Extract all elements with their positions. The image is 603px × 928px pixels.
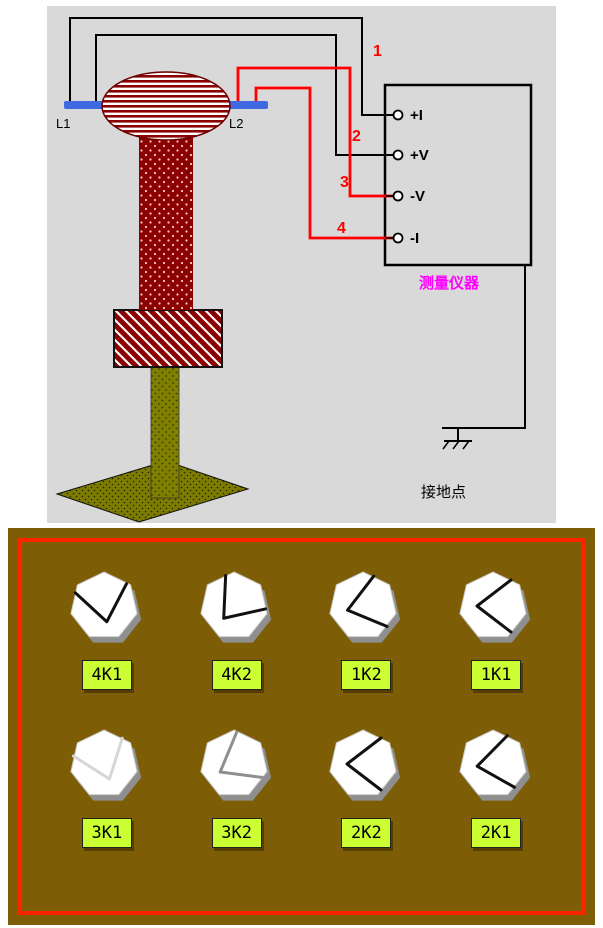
knob-pointer (218, 730, 264, 780)
knob-cell: 4K1 (64, 566, 150, 690)
knob-1k1[interactable] (453, 566, 539, 652)
wire-number-1: 1 (373, 43, 382, 60)
terminal-plus-i-port (392, 109, 404, 121)
ground-symbol (442, 265, 526, 450)
knob-label: 4K1 (81, 660, 132, 690)
label-l2: L2 (229, 116, 243, 131)
terminal-plus-i-label: +I (410, 107, 423, 124)
knob-pointer (221, 573, 267, 620)
terminal-plus-i: +I (386, 107, 423, 124)
knob-4k2[interactable] (194, 566, 280, 652)
knob-pointer (346, 574, 389, 628)
knob-pointer (73, 582, 128, 624)
knob-cell: 2K1 (453, 724, 539, 848)
knob-3k1[interactable] (64, 724, 150, 810)
switch-panel: 4K1 4K2 1K2 (8, 528, 595, 925)
label-l1: L1 (56, 116, 70, 131)
knob-4k1[interactable] (64, 566, 150, 652)
stand-upper-column (139, 137, 193, 310)
knob-label: 3K1 (81, 818, 132, 848)
knob-pointer (475, 734, 517, 789)
knob-cell: 4K2 (194, 566, 280, 690)
coil (101, 71, 231, 141)
terminal-bar-l2 (224, 101, 268, 109)
wire-number-2: 2 (352, 128, 361, 145)
terminal-minus-i-label: -I (410, 230, 419, 247)
wire-1-black (69, 17, 394, 116)
panel-red-border: 4K1 4K2 1K2 (18, 538, 585, 915)
wiring-diagram: L1 L2 1 2 3 4 +I +V -V -I 测量仪器 (47, 6, 556, 523)
hatched-block (113, 309, 223, 368)
terminal-minus-v-port (392, 190, 404, 202)
knob-pointer (345, 736, 383, 792)
knob-pointer (475, 578, 513, 634)
knob-cell: 2K2 (323, 724, 409, 848)
ground-label: 接地点 (421, 484, 466, 501)
terminal-plus-v-label: +V (410, 147, 429, 164)
stand-lower-column (150, 366, 180, 499)
knob-cell: 3K2 (194, 724, 280, 848)
terminal-plus-v: +V (386, 147, 429, 164)
instrument-caption: 测量仪器 (419, 274, 480, 292)
knob-label: 1K1 (471, 660, 522, 690)
knob-cell: 3K1 (64, 724, 150, 848)
knob-label: 2K1 (471, 818, 522, 848)
knob-cell: 1K1 (453, 566, 539, 690)
terminal-minus-i-port (392, 232, 404, 244)
wire-3-red (236, 66, 394, 198)
knob-pointer (71, 736, 124, 781)
knob-label: 2K2 (341, 818, 392, 848)
wire-number-3: 3 (340, 174, 349, 191)
knob-2k1[interactable] (453, 724, 539, 810)
knob-1k2[interactable] (323, 566, 409, 652)
wire-2-black (95, 34, 394, 156)
terminal-bar-l1 (64, 101, 110, 109)
instrument-box (383, 83, 533, 267)
knob-3k2[interactable] (194, 724, 280, 810)
knob-label: 3K2 (211, 818, 262, 848)
terminal-minus-i: -I (386, 230, 419, 247)
terminal-plus-v-port (392, 149, 404, 161)
terminal-minus-v: -V (386, 188, 425, 205)
wire-number-4: 4 (337, 220, 346, 237)
knob-label: 1K2 (341, 660, 392, 690)
knob-label: 4K2 (211, 660, 262, 690)
knob-grid: 4K1 4K2 1K2 (22, 542, 581, 848)
knob-2k2[interactable] (323, 724, 409, 810)
knob-cell: 1K2 (323, 566, 409, 690)
terminal-minus-v-label: -V (410, 188, 425, 205)
wire-4-red (254, 86, 394, 240)
